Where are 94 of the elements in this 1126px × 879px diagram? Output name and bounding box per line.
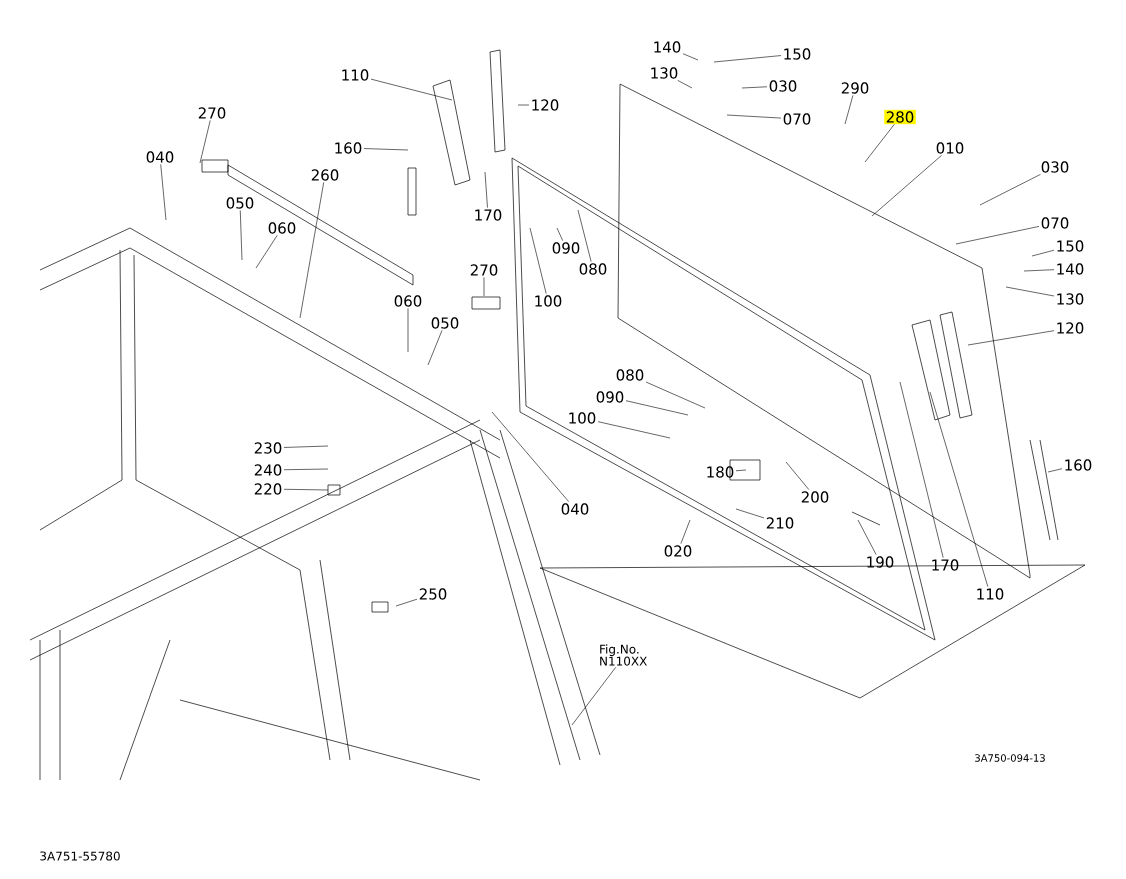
leader-line xyxy=(1023,269,1055,272)
leader-line xyxy=(577,209,592,262)
callout-number: 120 xyxy=(1057,322,1084,334)
leader-line xyxy=(199,120,211,164)
leader-line xyxy=(395,598,418,607)
leader-line xyxy=(491,411,569,502)
leader-line xyxy=(844,95,854,125)
callout-number: 010 xyxy=(936,142,964,154)
leader-line xyxy=(735,469,747,472)
drawing-number: 3A750-094-13 xyxy=(975,754,1045,762)
callout-number: 070 xyxy=(783,113,811,125)
callout-number: 200 xyxy=(801,491,829,503)
callout-number: 080 xyxy=(579,263,607,275)
callout-number: 220 xyxy=(254,483,282,495)
callout-number: 030 xyxy=(1041,161,1069,173)
leader-line xyxy=(255,235,278,269)
callout-number: 090 xyxy=(552,242,580,254)
leader-line xyxy=(929,391,989,587)
drawing-number: 3A751-55780 xyxy=(40,851,120,861)
leader-line xyxy=(483,277,485,297)
leader-line xyxy=(785,461,810,490)
callout-number: 080 xyxy=(616,369,644,381)
callout-number: 030 xyxy=(769,80,797,92)
leader-line xyxy=(427,330,443,366)
leader-line xyxy=(556,227,563,241)
leader-line xyxy=(571,667,616,726)
leader-line xyxy=(517,104,530,106)
leader-line xyxy=(529,227,547,294)
leader-line xyxy=(1031,249,1055,257)
callout-number: Fig.No. N110XX xyxy=(600,644,647,666)
callout-number: 260 xyxy=(311,169,339,181)
leader-line xyxy=(645,381,706,409)
leader-line xyxy=(1047,468,1063,473)
callout-number: 060 xyxy=(268,222,296,234)
leader-line xyxy=(864,124,895,163)
leader-line xyxy=(857,519,877,555)
leader-line xyxy=(741,86,768,89)
leader-line xyxy=(363,148,409,151)
callout-number: 090 xyxy=(596,391,624,403)
callout-number: 020 xyxy=(664,545,692,557)
leader-line xyxy=(677,80,693,89)
callout-number: 110 xyxy=(342,69,369,81)
leader-line xyxy=(625,400,689,416)
callout-number: 250 xyxy=(419,588,447,600)
leader-line xyxy=(899,381,944,558)
callout-number: 100 xyxy=(569,412,596,424)
leader-line xyxy=(680,519,691,544)
leader-line xyxy=(283,468,329,471)
callout-number: 180 xyxy=(707,466,734,478)
leader-line xyxy=(160,164,167,221)
callout-number: 040 xyxy=(146,151,174,163)
leader-line xyxy=(239,210,243,261)
leader-line xyxy=(713,55,782,63)
leader-line xyxy=(955,226,1040,245)
callout-number: 140 xyxy=(1057,263,1084,275)
callout-number: 190 xyxy=(867,556,894,568)
callout-number: 070 xyxy=(1041,217,1069,229)
callout-number: 280 xyxy=(884,109,916,125)
leader-line xyxy=(726,114,782,119)
leader-line xyxy=(735,508,765,519)
leader-line xyxy=(979,174,1041,206)
callout-number: 290 xyxy=(841,82,869,94)
leader-line xyxy=(682,53,699,61)
callout-number: 170 xyxy=(475,209,502,221)
callout-number: 150 xyxy=(784,48,811,60)
leader-line xyxy=(967,330,1055,346)
leader-line xyxy=(407,308,409,353)
callout-number: 210 xyxy=(766,517,794,529)
leader-line xyxy=(484,171,488,208)
callout-number: 050 xyxy=(431,317,459,329)
callout-number: 160 xyxy=(335,142,362,154)
leader-line xyxy=(283,488,329,491)
leader-line xyxy=(597,421,671,439)
callout-number: 110 xyxy=(977,588,1004,600)
callout-number: 240 xyxy=(254,464,282,476)
callout-number: 230 xyxy=(254,442,282,454)
callout-number: 060 xyxy=(394,295,422,307)
leader-line xyxy=(283,445,329,448)
callout-number: 040 xyxy=(561,503,589,515)
callout-number: 160 xyxy=(1065,459,1092,471)
callout-number: 100 xyxy=(535,295,562,307)
callout-number: 150 xyxy=(1057,240,1084,252)
callout-number: 130 xyxy=(651,67,678,79)
leader-line xyxy=(370,78,453,101)
callout-number: 170 xyxy=(932,559,959,571)
leader-line xyxy=(1005,286,1055,297)
callout-number: 120 xyxy=(532,99,559,111)
callout-number: 130 xyxy=(1057,293,1084,305)
callout-number: 140 xyxy=(654,41,681,53)
callout-number: 270 xyxy=(198,107,226,119)
callout-number: 270 xyxy=(470,264,498,276)
callout-number: 050 xyxy=(226,197,254,209)
leader-line xyxy=(299,182,325,319)
leader-line xyxy=(871,155,942,217)
